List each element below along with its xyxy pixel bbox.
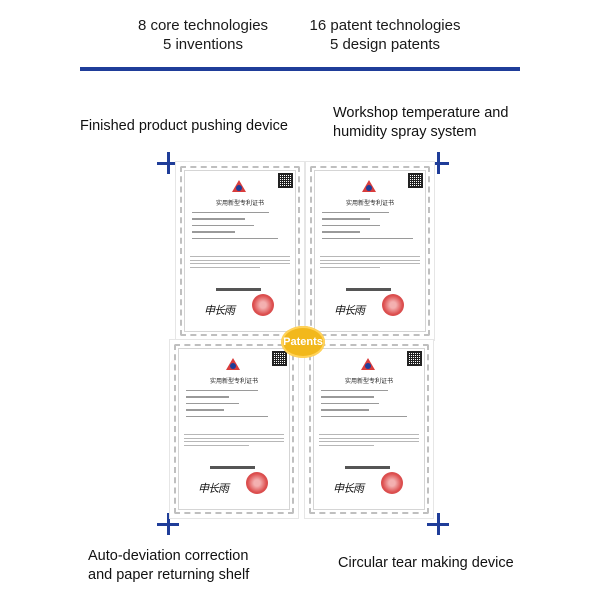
plus-icon [157,513,179,535]
certificate-bar [346,288,391,291]
plus-icon [427,152,449,174]
qr-code-icon [407,351,422,366]
certificate-fields [192,212,288,244]
certificate-border [310,166,430,336]
plus-icon [427,513,449,535]
stat-right: 16 patent technologies 5 design patents [300,16,470,54]
certificate-bar [216,288,261,291]
patent-office-logo-icon [362,180,376,192]
certificate-body-text [184,434,284,448]
blue-divider [80,67,520,71]
certificate-title: 实用新型专利证书 [209,378,258,385]
patent-office-logo-icon [232,180,246,192]
stat-left-line2: 5 inventions [162,36,244,53]
certificate-title: 实用新型专利证书 [344,378,393,385]
caption-bottom-right: Circular tear making device [338,555,514,571]
signature-icon: 申长雨 [334,304,365,317]
stat-right-line2: 5 design patents [329,36,441,53]
certificate-body-text [190,256,290,270]
caption-top-right-line1: Workshop temperature and [333,105,509,121]
certificate-inner-border [178,348,290,510]
qr-code-icon [272,351,287,366]
certificate-fields [322,212,418,244]
signature-icon: 申长雨 [333,482,364,495]
qr-code-icon [408,173,423,188]
certificate-title: 实用新型专利证书 [345,200,394,207]
certificate-title: 实用新型专利证书 [215,200,264,207]
patent-certificate-4: 实用新型专利证书 申长雨 [305,340,433,518]
certificate-border [174,344,294,514]
certificate-body-text [319,434,419,448]
certificate-inner-border [313,348,425,510]
signature-icon: 申长雨 [204,304,235,317]
certificate-inner-border [184,170,296,332]
patent-certificate-1: 实用新型专利证书 申长雨 [176,162,304,340]
signature-icon: 申长雨 [198,482,229,495]
certificate-border [309,344,429,514]
caption-bottom-left: Auto-deviation correction and paper retu… [88,547,249,585]
patent-certificate-3: 实用新型专利证书 申长雨 [170,340,298,518]
patent-office-logo-icon [361,358,375,370]
red-seal-icon [381,472,403,494]
patent-office-logo-icon [226,358,240,370]
caption-bottom-left-line2: and paper returning shelf [88,567,250,583]
stat-left-line1: 8 core technologies [137,17,269,34]
certificate-fields [321,390,417,422]
patent-certificate-2: 实用新型专利证书 申长雨 [306,162,434,340]
stat-right-line1: 16 patent technologies [309,17,461,34]
certificate-bar [210,466,255,469]
caption-top-right-line2: humidity spray system [333,124,477,140]
plus-icon [157,152,179,174]
caption-top-left: Finished product pushing device [80,118,288,134]
certificate-fields [186,390,282,422]
caption-top-right: Workshop temperature and humidity spray … [333,104,508,142]
patents-badge: Patents [281,326,325,358]
qr-code-icon [278,173,293,188]
caption-bottom-left-line1: Auto-deviation correction [88,548,249,564]
red-seal-icon [382,294,404,316]
stat-left: 8 core technologies 5 inventions [118,16,288,54]
red-seal-icon [252,294,274,316]
red-seal-icon [246,472,268,494]
certificate-inner-border [314,170,426,332]
certificate-bar [345,466,390,469]
certificate-body-text [320,256,420,270]
certificate-border [180,166,300,336]
